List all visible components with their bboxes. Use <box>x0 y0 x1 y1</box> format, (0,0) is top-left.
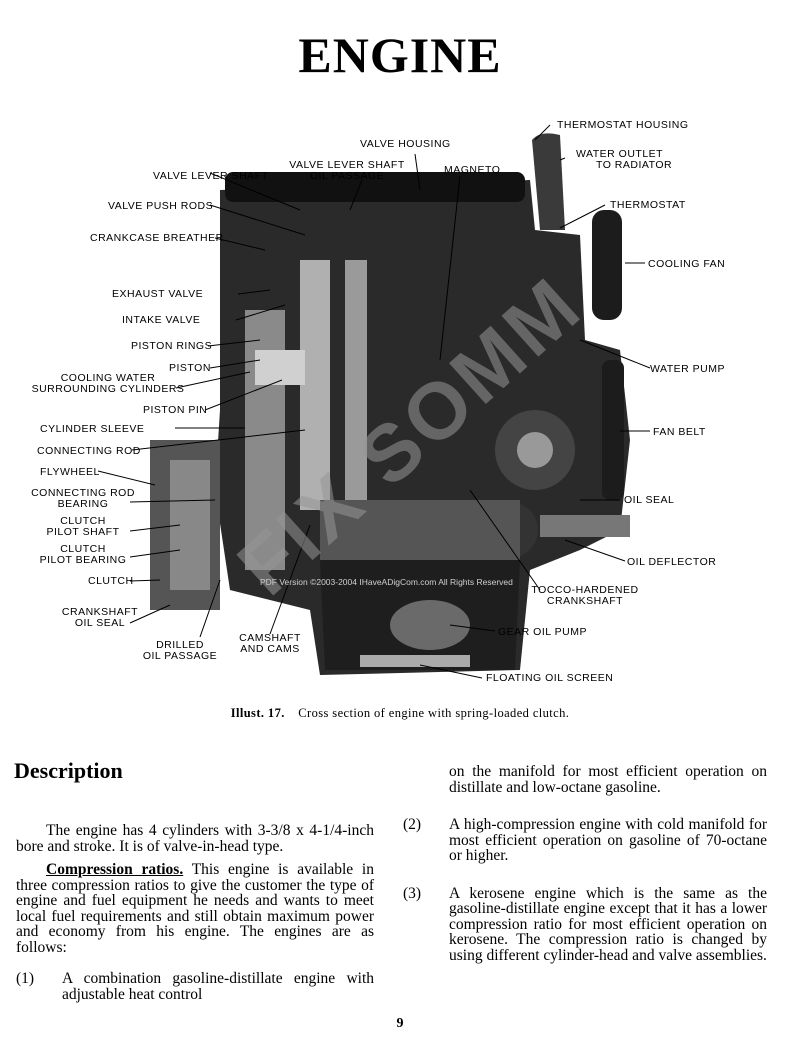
label-crankshaft-oil-seal-line1: CRANKSHAFT <box>61 606 139 618</box>
label-valve-lever-shaft: VALVE LEVER SHAFT <box>153 170 269 182</box>
caption-text: Cross section of engine with spring-load… <box>298 706 570 720</box>
label-valve-lever-shaft-oil-line1: VALVE LEVER SHAFT <box>289 159 405 171</box>
list-item-2-number: (2) <box>403 816 422 833</box>
label-thermostat: THERMOSTAT <box>610 199 686 211</box>
list-item-3-number: (3) <box>403 884 422 902</box>
label-clutch-pilot-shaft-line2: PILOT SHAFT <box>46 526 120 538</box>
label-valve-push-rods: VALVE PUSH RODS <box>108 200 214 212</box>
list-item-1-number: (1) <box>16 970 35 987</box>
label-valve-lever-shaft-oil-line2: OIL PASSAGE <box>309 170 385 182</box>
label-cooling-water-line1: COOLING WATER <box>60 372 156 384</box>
label-floating-oil-screen: FLOATING OIL SCREEN <box>486 672 614 684</box>
label-cooling-water-line2: SURROUNDING CYLINDERS <box>31 383 185 395</box>
label-intake-valve: INTAKE VALVE <box>122 314 201 326</box>
list-item-1-text: A combination gasoline-distillate engine… <box>62 970 374 1003</box>
label-camshaft-line1: CAMSHAFT <box>239 632 301 644</box>
label-flywheel: FLYWHEEL <box>40 466 100 478</box>
label-cooling-fan: COOLING FAN <box>648 258 726 270</box>
label-valve-housing: VALVE HOUSING <box>360 138 451 150</box>
page-number: 9 <box>396 1016 404 1031</box>
label-gear-oil-pump: GEAR OIL PUMP <box>498 626 587 638</box>
list-item-1-continued: on the manifold for most efficient opera… <box>403 764 767 795</box>
caption-label: Illust. 17. <box>230 706 285 720</box>
page-title: ENGINE <box>298 27 502 83</box>
left-column: The engine has 4 cylinders with 3-3/8 x … <box>16 823 374 1002</box>
label-oil-deflector: OIL DEFLECTOR <box>627 556 717 568</box>
section-heading: Description <box>14 758 123 783</box>
figure-caption: Illust. 17. Cross section of engine with… <box>0 706 800 721</box>
list-item-2-text: A high-compression engine with cold mani… <box>449 816 767 864</box>
compression-ratios-text: This engine is available in three compre… <box>16 861 374 956</box>
label-piston-pin: PISTON PIN <box>143 404 208 416</box>
label-crankcase-breather: CRANKCASE BREATHER <box>90 232 224 244</box>
label-clutch-pilot-bearing-line1: CLUTCH <box>60 543 106 555</box>
label-water-outlet-line1: WATER OUTLET <box>576 148 664 160</box>
label-connecting-rod: CONNECTING ROD <box>37 445 141 457</box>
label-magneto: MAGNETO <box>444 164 501 176</box>
label-clutch-pilot-shaft-line1: CLUTCH <box>60 515 106 527</box>
paragraph-compression-ratios: Compression ratios. This engine is avail… <box>16 862 374 955</box>
list-item-3-text: A kerosene engine which is the same as t… <box>449 884 767 964</box>
label-connecting-rod-bearing-line1: CONNECTING ROD <box>31 487 135 499</box>
paragraph-cylinders: The engine has 4 cylinders with 3-3/8 x … <box>16 822 374 855</box>
label-water-pump: WATER PUMP <box>650 363 725 375</box>
engine-cross-section-illustration: THERMOSTAT HOUSING VALVE HOUSING WATER O… <box>20 110 780 700</box>
label-exhaust-valve: EXHAUST VALVE <box>112 288 204 300</box>
label-piston-rings: PISTON RINGS <box>131 340 213 352</box>
label-drilled-oil-line1: DRILLED <box>156 639 204 651</box>
list-item-1: (1) A combination gasoline-distillate en… <box>16 971 374 1002</box>
label-clutch: CLUTCH <box>88 575 134 587</box>
label-tocco-line2: CRANKSHAFT <box>546 595 624 607</box>
label-water-outlet-line2: TO RADIATOR <box>596 159 673 171</box>
engine-drawing <box>97 124 651 679</box>
label-drilled-oil-line2: OIL PASSAGE <box>142 650 218 662</box>
compression-ratios-lead: Compression ratios. <box>46 861 184 878</box>
list-item-3: (3) A kerosene engine which is the same … <box>403 884 767 964</box>
list-item-2: (2) A high-compression engine with cold … <box>403 817 767 864</box>
label-crankshaft-oil-seal-line2: OIL SEAL <box>74 617 126 629</box>
label-thermostat-housing: THERMOSTAT HOUSING <box>557 119 689 131</box>
label-connecting-rod-bearing-line2: BEARING <box>57 498 109 510</box>
label-clutch-pilot-bearing-line2: PILOT BEARING <box>39 554 127 566</box>
right-column: on the manifold for most efficient opera… <box>403 764 767 963</box>
label-piston: PISTON <box>169 362 211 374</box>
label-fan-belt: FAN BELT <box>653 426 706 438</box>
label-camshaft-line2: AND CAMS <box>240 643 300 655</box>
label-tocco-line1: TOCCO-HARDENED <box>531 584 639 596</box>
label-cylinder-sleeve: CYLINDER SLEEVE <box>40 423 145 435</box>
label-oil-seal: OIL SEAL <box>624 494 675 506</box>
pdf-version-note: PDF Version ©2003-2004 IHaveADigCom.com … <box>260 577 513 587</box>
list-item-1-continued-text: on the manifold for most efficient opera… <box>449 763 767 796</box>
